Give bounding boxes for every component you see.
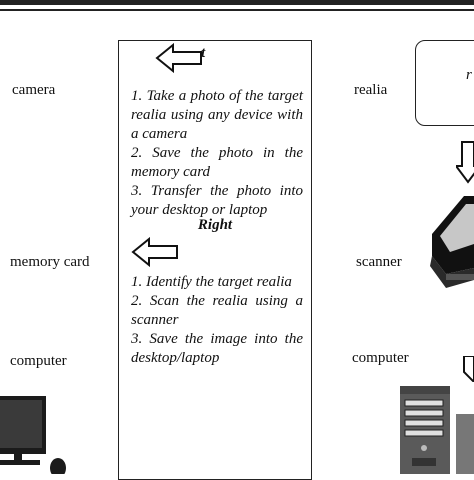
steps-right-method: 1. Identify the target realia 2. Scan th… — [131, 273, 303, 368]
label-computer-left: computer — [10, 353, 67, 369]
right-step-2: 2. Scan the realia using a scanner — [131, 293, 303, 328]
right-step-1: 1. Identify the target realia — [131, 274, 292, 290]
label-memory-card: memory card — [10, 254, 90, 270]
left-arrow-icon-bottom — [131, 237, 179, 267]
down-arrow-icon — [456, 140, 474, 184]
computer-tower-icon — [396, 384, 474, 474]
top-rule-thin — [0, 9, 474, 11]
left-computer-icon — [0, 392, 80, 474]
label-realia: realia — [354, 82, 388, 98]
left-arrow-icon-top — [155, 43, 203, 73]
realia-box-text: r — [466, 67, 472, 83]
heading-right: Right — [197, 217, 233, 233]
left-step-1: 1. Take a photo of the target realia usi… — [131, 88, 303, 142]
left-step-3: 3. Transfer the photo into your desktop … — [131, 183, 303, 218]
label-scanner: scanner — [356, 254, 402, 270]
label-camera: camera — [12, 82, 56, 98]
down-arrow-icon-2 — [462, 356, 474, 382]
steps-left-method: 1. Take a photo of the target realia usi… — [131, 87, 303, 220]
center-steps-box: t 1. Take a photo of the target realia u… — [118, 40, 312, 480]
top-rule-thick — [0, 0, 474, 5]
left-step-2: 2. Save the photo in the memory card — [131, 145, 303, 180]
label-computer-right: computer — [352, 350, 409, 366]
realia-box: r — [415, 40, 474, 126]
heading-left-partial: t — [201, 45, 206, 61]
scanner-icon — [424, 194, 474, 294]
right-step-3: 3. Save the image into the desktop/lapto… — [131, 331, 303, 366]
